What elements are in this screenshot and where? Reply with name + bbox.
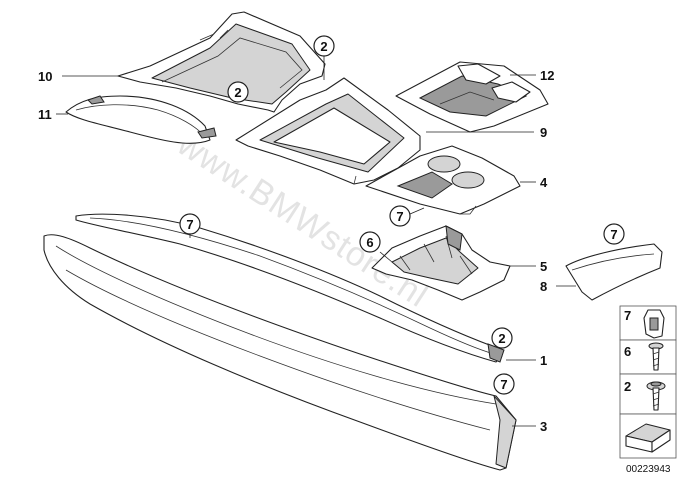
callout-8: 8	[540, 279, 547, 294]
circle-callout-6: 6	[359, 231, 381, 253]
part-4-cupholder-trim[interactable]	[365, 145, 521, 215]
legend-cell-2	[619, 373, 677, 415]
legend-cell-6	[619, 339, 677, 375]
callout-5: 5	[540, 259, 547, 274]
callout-1: 1	[540, 353, 547, 368]
legend-label-7: 7	[624, 308, 631, 323]
reference-arrow-icon	[625, 423, 671, 453]
circle-callout-2-top: 2	[313, 35, 335, 57]
circle-callout-2-lower: 2	[491, 327, 513, 349]
legend-label-2: 2	[624, 379, 631, 394]
washer-screw-icon	[646, 381, 666, 411]
hardware-legend: 7 6 2	[619, 305, 677, 459]
part-12-selector-trim[interactable]	[395, 61, 549, 133]
circle-callout-2-inner: 2	[227, 81, 249, 103]
part-8-end-cap[interactable]	[565, 243, 663, 301]
circle-callout-7-lower-label: 7	[500, 377, 507, 392]
circle-callout-7-mid-label: 7	[186, 217, 193, 232]
part-3-side-panel[interactable]	[43, 234, 517, 471]
circle-callout-6-label: 6	[366, 235, 373, 250]
circle-callout-7-right: 7	[603, 223, 625, 245]
circle-callout-7-left-label: 7	[396, 209, 403, 224]
circle-callout-7-left: 7	[389, 205, 411, 227]
clip-fastener-icon	[643, 309, 665, 339]
part-11-cover-flap[interactable]	[65, 95, 217, 144]
callout-4: 4	[540, 175, 548, 190]
screw-icon	[648, 342, 664, 371]
circle-callout-2-top-label: 2	[320, 39, 327, 54]
circle-callout-7-mid: 7	[179, 213, 201, 235]
circle-callout-2-inner-label: 2	[234, 85, 241, 100]
legend-label-6: 6	[624, 344, 631, 359]
leader-lines	[56, 56, 576, 427]
callout-10: 10	[38, 69, 52, 84]
callout-11: 11	[38, 107, 52, 122]
circle-callout-7-lower: 7	[493, 373, 515, 395]
document-number: 00223943	[626, 464, 671, 475]
part-5-carrier-bracket[interactable]	[371, 225, 511, 301]
circle-callout-7-right-label: 7	[610, 227, 617, 242]
part-9-trim-frame[interactable]	[235, 77, 421, 185]
part-10-storage-tray[interactable]	[117, 11, 326, 113]
callout-9: 9	[540, 125, 547, 140]
callout-12: 12	[540, 68, 554, 83]
callout-3: 3	[540, 419, 547, 434]
part-1-side-panel[interactable]	[75, 213, 505, 363]
circle-callout-2-lower-label: 2	[498, 331, 505, 346]
